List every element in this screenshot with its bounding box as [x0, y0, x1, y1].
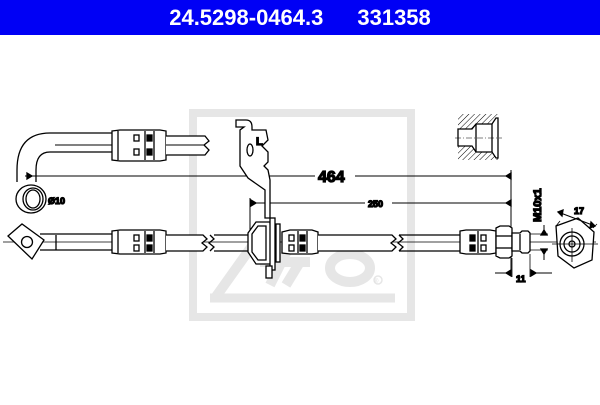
bracket-label: L: [256, 136, 263, 148]
hex-end-view: [552, 208, 598, 269]
port-section-view: [455, 114, 502, 160]
title-bar: 24.5298-0464.3 331358: [0, 0, 600, 35]
dimension-11: [495, 254, 552, 278]
registered-mark: ®: [374, 278, 379, 285]
thread-size-label: M10x1: [532, 188, 544, 222]
part-number: 24.5298-0464.3: [169, 4, 324, 30]
dimension-thread: [530, 225, 549, 260]
upper-hose-view: [15, 129, 210, 214]
bracket-length-label: 250: [368, 199, 383, 209]
hex-size-label: 17: [574, 206, 584, 216]
ate-watermark: [189, 109, 415, 321]
article-number: 331358: [357, 4, 431, 30]
mounting-bracket: [235, 119, 271, 219]
eye-diameter-label: Ø10: [48, 196, 65, 206]
technical-drawing: ® Ø10: [0, 35, 600, 400]
overall-length-label: 464: [318, 169, 345, 186]
lower-hose-view: [3, 217, 596, 279]
thread-length-label: 11: [516, 274, 526, 284]
